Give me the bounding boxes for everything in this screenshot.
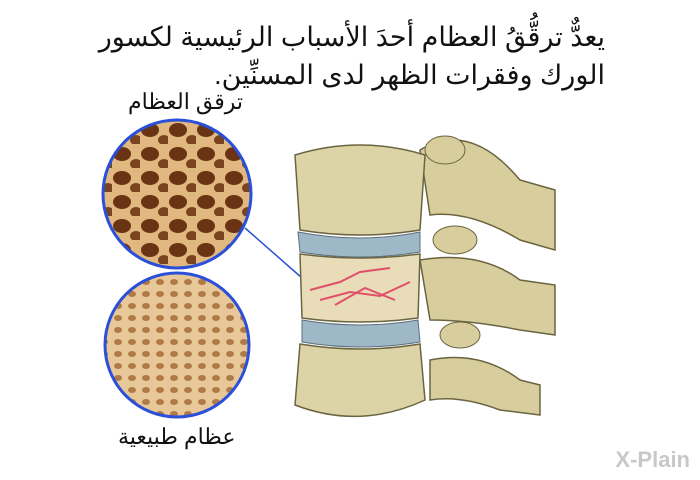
normal-bone-label: عظام طبيعية <box>118 424 236 449</box>
osteoporosis-label: ترقق العظام <box>128 89 244 114</box>
x-plain-logo: X-Plain <box>615 447 690 472</box>
normal-bone-circle <box>103 271 251 419</box>
spine-illustration <box>294 135 556 418</box>
fracture-lines <box>309 267 411 306</box>
fractured-vertebra <box>299 253 421 323</box>
vertebra-upper <box>294 144 426 236</box>
osteoporosis-bone-circle <box>101 118 253 270</box>
intervertebral-disc <box>297 231 421 258</box>
vertebra-lower <box>294 343 426 418</box>
caption-text: يعدٌّ ترقُّقُ العظام أحدَ الأسباب الرئيس… <box>98 22 605 90</box>
intervertebral-disc <box>301 319 421 348</box>
